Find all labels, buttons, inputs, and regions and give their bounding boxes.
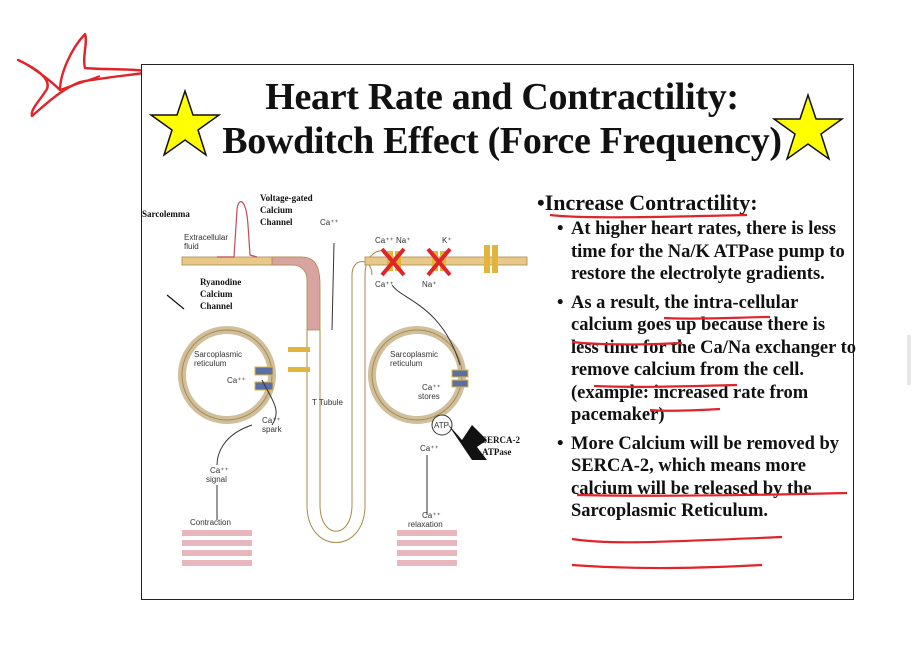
- sub-bullet-3: •More Calcium will be removed by SERCA-2…: [557, 433, 840, 522]
- myofibril-left: [182, 530, 252, 566]
- label-sarcolemma: Sarcolemma: [142, 209, 190, 219]
- label-ca-relax-1: Ca⁺⁺: [422, 511, 441, 520]
- main-bullet: •Increase Contractility:: [537, 190, 758, 215]
- star-icon-left: [149, 89, 221, 157]
- label-ca-exchange: Ca⁺⁺: [375, 280, 394, 289]
- calcium-cycle-diagram: Sarcolemma Extracellular fluid Voltage-g…: [142, 193, 528, 566]
- label-vg-calcium: Calcium: [260, 205, 293, 215]
- slide-title: Heart Rate and Contractility: Bowditch E…: [202, 75, 802, 163]
- red-underline-annotations: [549, 213, 848, 570]
- label-ca-signal-2: signal: [206, 475, 227, 484]
- label-contraction: Contraction: [190, 518, 231, 527]
- title-line-2: Bowditch Effect (Force Frequency): [222, 120, 782, 162]
- label-k-channel: K⁺: [442, 236, 452, 245]
- label-ca-spark-1: Ca⁺⁺: [262, 416, 281, 425]
- label-na-channel: Na⁺: [396, 236, 410, 245]
- label-na-exchange: Na⁺: [422, 280, 436, 289]
- label-sr-right-2: reticulum: [390, 359, 423, 368]
- label-vg-channel: Channel: [260, 217, 293, 227]
- star-icon-right: [772, 93, 844, 161]
- label-fluid: fluid: [184, 242, 199, 251]
- label-ryanodine: Ryanodine: [200, 277, 241, 287]
- label-t-tubule: T Tubule: [312, 398, 344, 407]
- sub-bullet-1: •At higher heart rates, there is less ti…: [557, 219, 845, 284]
- slide: Heart Rate and Contractility: Bowditch E…: [141, 64, 857, 600]
- label-ca-spark-2: spark: [262, 425, 283, 434]
- label-ca-stores-1: Ca⁺⁺: [422, 383, 441, 392]
- label-serca-2: SERCA-2: [482, 435, 521, 445]
- label-ry-channel: Channel: [200, 301, 233, 311]
- label-relaxation: relaxation: [408, 520, 443, 529]
- label-ry-calcium: Calcium: [200, 289, 233, 299]
- label-ca-signal-1: Ca⁺⁺: [210, 466, 229, 475]
- label-atp: ATP: [434, 421, 449, 430]
- label-ca-stores-2: stores: [418, 392, 440, 401]
- myofibril-right: [397, 530, 457, 566]
- title-line-1: Heart Rate and Contractility:: [265, 76, 739, 118]
- bullet-list: •Increase Contractility: •At higher hear…: [537, 190, 857, 529]
- red-star-doodle: [16, 32, 154, 118]
- label-voltage-gated: Voltage-gated: [260, 193, 313, 203]
- label-ca-left: Ca⁺⁺: [227, 376, 246, 385]
- label-sr-left-2: reticulum: [194, 359, 227, 368]
- label-ca-channel: Ca⁺⁺: [375, 236, 394, 245]
- label-ca-top: Ca⁺⁺: [320, 218, 339, 227]
- scrollbar-edge: [907, 335, 911, 385]
- label-ca-serca: Ca⁺⁺: [420, 444, 439, 453]
- label-sr-left-1: Sarcoplasmic: [194, 350, 242, 359]
- label-sr-right-1: Sarcoplasmic: [390, 350, 438, 359]
- label-atpase: ATPase: [482, 447, 511, 457]
- label-extracellular: Extracellular: [184, 233, 228, 242]
